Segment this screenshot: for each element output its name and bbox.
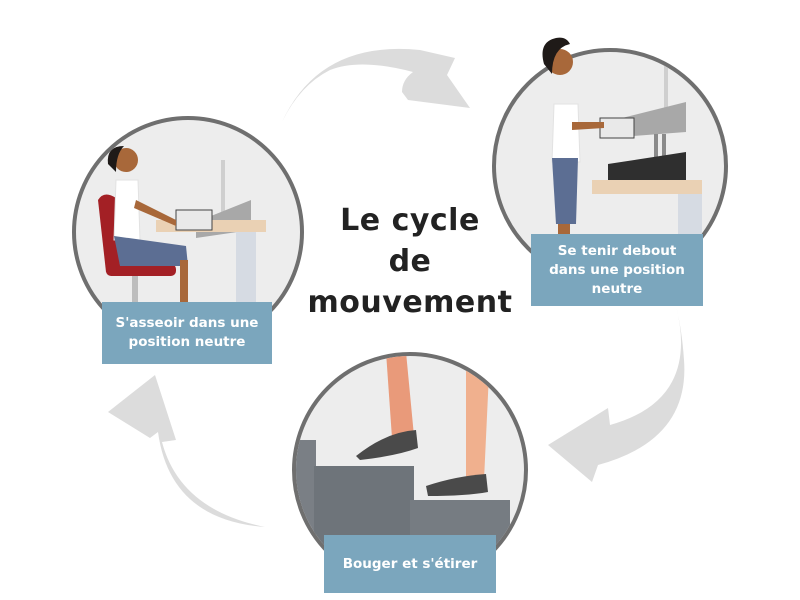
diagram-title: Le cycle de mouvement (300, 200, 520, 323)
step-sit-label: S'asseoir dans une position neutre (102, 302, 272, 364)
step-stand-label: Se tenir debout dans une position neutre (531, 234, 703, 306)
step-stand-label-line3: neutre (591, 280, 643, 297)
title-line2: de (388, 244, 432, 279)
curved-arrow-up-icon (108, 375, 265, 527)
curved-arrow-right-icon (282, 48, 470, 122)
title-line1: Le cycle (340, 203, 480, 238)
step-stand-label-line1: Se tenir debout (557, 242, 677, 259)
step-sit-label-line1: S'asseoir dans une (115, 315, 259, 331)
step-move-label: Bouger et s'étirer (324, 535, 496, 593)
title-line3: mouvement (307, 285, 513, 320)
step-move-label-line1: Bouger et s'étirer (342, 555, 478, 572)
seated-woman-at-desk-icon (98, 146, 266, 342)
step-sit-label-line2: position neutre (128, 334, 246, 350)
step-stand-label-line2: dans une position (549, 261, 685, 278)
curved-arrow-down-left-icon (548, 306, 685, 482)
